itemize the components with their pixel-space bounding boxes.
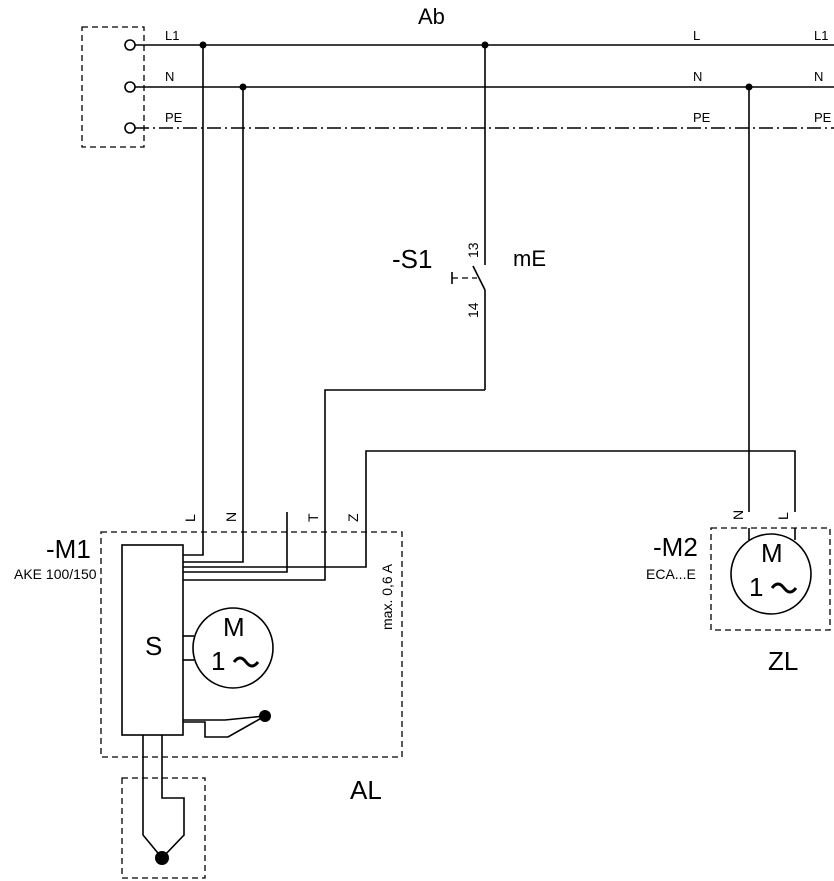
- wire: [161, 735, 185, 859]
- m1-terminal-z: Z: [345, 513, 361, 522]
- m2-motor: [730, 533, 812, 615]
- sensor-dot: [259, 710, 271, 722]
- ac-tilde-icon: [770, 582, 798, 594]
- m2-terminal-l: L: [775, 512, 791, 520]
- bus-label-pe: PE: [165, 110, 183, 125]
- switch-name: -S1: [392, 244, 432, 274]
- controller-label: S: [145, 631, 162, 661]
- bus-label-l1: L1: [165, 28, 179, 43]
- bus-label-pe-right: PE: [693, 110, 711, 125]
- m2-motor-m: M: [761, 538, 783, 568]
- wire: [183, 715, 266, 721]
- wire: [183, 715, 266, 738]
- bus-label-n-end: N: [814, 69, 823, 84]
- m1-motor-phase: 1: [211, 646, 225, 676]
- switch-s1: [451, 45, 486, 390]
- m1-model: AKE 100/150: [14, 566, 97, 582]
- wire-n: [183, 87, 244, 563]
- m2-model: ECA...E: [646, 566, 696, 582]
- bus-label-n: N: [165, 69, 174, 84]
- controller-box: [121, 544, 184, 736]
- wire-z: [183, 450, 796, 568]
- m1-motor-m: M: [223, 612, 245, 642]
- terminal-l1: [124, 39, 136, 51]
- m2-motor-phase: 1: [749, 572, 763, 602]
- m2-terminal-n: N: [730, 510, 746, 520]
- m1-motor: [192, 607, 274, 689]
- m1-enclosure: S M 1 max. 0,6 A: [100, 531, 403, 758]
- bus-title: Ab: [418, 4, 445, 29]
- bus-label-l1-end: L1: [814, 28, 828, 43]
- wire-t: [183, 389, 485, 581]
- ac-tilde-icon: [232, 656, 260, 668]
- supply-terminal-block: [81, 26, 145, 148]
- m1-name: -M1: [46, 534, 91, 564]
- switch-terminal-13: 13: [465, 242, 481, 258]
- switch-contact: [472, 265, 486, 291]
- bus-label-l-right: L: [693, 28, 700, 43]
- bus-label-n-right: N: [693, 69, 702, 84]
- m2-name: -M2: [653, 532, 698, 562]
- switch-label: mE: [513, 246, 546, 271]
- m1-terminal-t: T: [305, 513, 321, 522]
- m1-terminal-n: N: [223, 512, 239, 522]
- switch-terminal-14: 14: [465, 302, 481, 318]
- m2-enclosure: M 1: [710, 87, 831, 631]
- bus-label-pe-end: PE: [814, 110, 832, 125]
- m1-terminal-l: L: [182, 514, 198, 522]
- wire-l: [183, 45, 204, 556]
- sensor-dot: [155, 851, 169, 865]
- m1-feed-wires: [183, 45, 796, 581]
- terminal-pe: [124, 122, 136, 134]
- m1-rating: max. 0,6 A: [379, 563, 395, 630]
- terminal-n: [124, 81, 136, 93]
- zone-zl: ZL: [768, 646, 798, 676]
- zone-al: AL: [350, 775, 382, 805]
- external-sensor: [121, 735, 206, 879]
- wire: [142, 735, 163, 859]
